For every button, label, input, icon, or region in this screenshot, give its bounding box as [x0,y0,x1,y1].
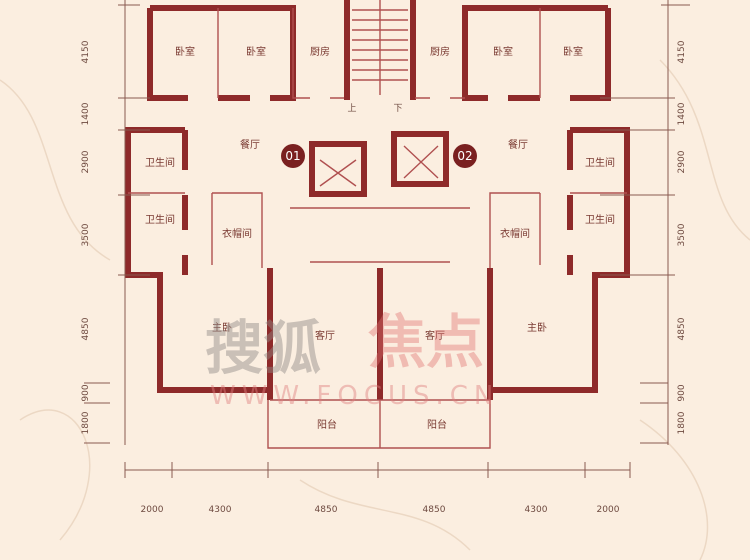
room-bathroom: 卫生间 [585,213,615,226]
stairs-up-label: 上 [347,103,356,114]
dimension-label: 4850 [677,317,687,340]
dimension-label: 3500 [81,223,91,246]
background-decoration [0,59,750,560]
dimension-label: 4300 [525,505,548,515]
dimension-label: 4850 [315,505,338,515]
room-living: 客厅 [425,329,445,342]
room-closet: 衣帽间 [500,227,530,240]
room-bedroom: 卧室 [175,45,195,58]
unit-number: 01 [285,149,300,163]
room-bathroom: 卫生间 [585,156,615,169]
room-bathroom: 卫生间 [145,156,175,169]
unit-badge-02 [453,144,477,168]
watermark: 搜狐 焦点 WWW.FOCUS.CN [205,308,499,411]
room-kitchen: 厨房 [430,45,450,58]
dimension-label: 1400 [677,102,687,125]
room-bedroom: 卧室 [493,45,513,58]
stair-treads [352,0,408,95]
elevator-01 [309,141,367,197]
stairs-down-label: 下 [393,104,402,114]
room-dining: 餐厅 [240,138,260,151]
dimension-label: 3500 [677,223,687,246]
dimension-label: 2000 [141,505,164,515]
dimension-label: WWW.FOCUS.CN [210,381,499,411]
dimension-label: 2000 [597,505,620,515]
room-dining: 餐厅 [508,138,528,151]
dimension-label: 焦点 [368,308,484,376]
dimension-labels: 4150 1400 2900 3500 4850 900 1800 4150 1… [81,40,687,515]
dimension-label: 900 [677,384,687,401]
room-master-bedroom: 主卧 [527,321,547,334]
room-bedroom: 卧室 [246,45,266,58]
dimension-label: 1800 [81,411,91,434]
dimension-label: 4150 [677,40,687,63]
unit-badges: 01 02 [281,144,477,168]
unit-badge-01 [281,144,305,168]
dimension-label: 4150 [81,40,91,63]
room-bedroom: 卧室 [563,45,583,58]
dimension-label: 搜狐 [205,314,321,382]
dimension-label: 900 [81,384,91,401]
dimension-label: 1400 [81,102,91,125]
room-master-bedroom: 主卧 [212,321,232,334]
dimension-label: 2900 [81,150,91,173]
dimension-label: 4850 [81,317,91,340]
room-living: 客厅 [315,329,335,342]
room-balcony: 阳台 [317,418,337,431]
dimension-lines [84,0,690,478]
room-balcony: 阳台 [427,418,447,431]
dimension-label: 4850 [423,505,446,515]
elevator-02 [391,131,449,187]
room-kitchen: 厨房 [310,45,330,58]
dimension-label: 2900 [677,150,687,173]
dimension-label: 1800 [677,411,687,434]
room-labels: 卧室 卧室 厨房 厨房 卧室 卧室 上 下 餐厅 餐厅 卫生间 卫生间 卫生间 … [145,45,615,431]
room-bathroom: 卫生间 [145,213,175,226]
dimension-label: 4300 [209,505,232,515]
room-closet: 衣帽间 [222,227,252,240]
unit-number: 02 [457,149,472,163]
